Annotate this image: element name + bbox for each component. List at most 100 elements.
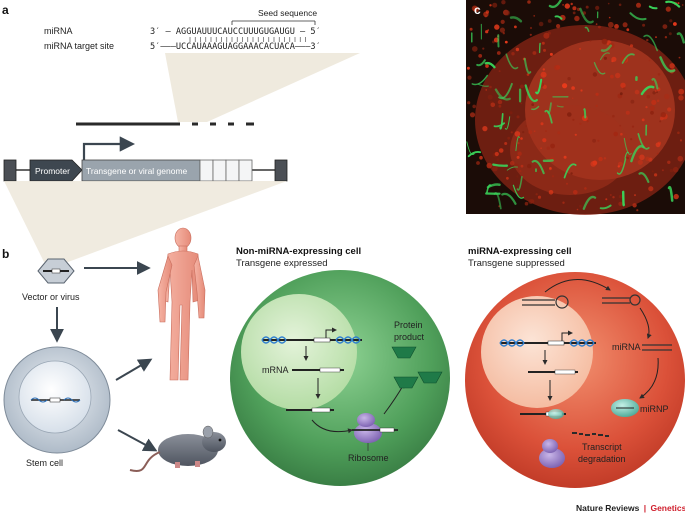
confocal-red-speckle [664, 36, 668, 39]
confocal-red-speckle [595, 5, 600, 10]
target-site-label: miRNA target site [44, 41, 114, 51]
confocal-red-speckle [482, 126, 488, 132]
confocal-red-speckle [626, 156, 629, 160]
confocal-red-speckle [672, 166, 679, 173]
confocal-red-speckle [476, 161, 480, 165]
confocal-red-speckle [538, 21, 544, 27]
confocal-red-speckle [562, 4, 564, 6]
confocal-red-speckle [617, 165, 620, 168]
confocal-red-speckle [652, 91, 656, 95]
confocal-red-speckle [482, 47, 485, 50]
confocal-green-fiber [486, 184, 492, 194]
target-site-map [76, 122, 254, 126]
vector-virus-icon [37, 258, 75, 284]
confocal-red-speckle [607, 21, 614, 28]
confocal-red-speckle [669, 168, 674, 173]
confocal-red-speckle [662, 24, 668, 29]
confocal-red-speckle [618, 194, 623, 199]
confocal-green-fiber [622, 190, 625, 207]
confocal-red-speckle [655, 142, 661, 148]
confocal-red-speckle [656, 99, 660, 103]
confocal-red-speckle [562, 83, 568, 89]
confocal-red-speckle [478, 54, 483, 58]
green-cell [230, 270, 450, 486]
confocal-red-speckle [557, 131, 561, 135]
target-site-box-2 [212, 159, 227, 182]
red-cell-dna [499, 330, 596, 347]
confocal-red-speckle [487, 94, 493, 100]
confocal-red-speckle [579, 47, 582, 50]
confocal-red-speckle [620, 132, 623, 136]
confocal-red-speckle [648, 59, 651, 62]
confocal-red-speckle [501, 0, 506, 5]
confocal-green-fiber [538, 42, 541, 54]
confocal-red-speckle [619, 124, 622, 127]
green-cell-subtitle: Transgene expressed [236, 258, 328, 269]
promoter-arrow [29, 159, 83, 182]
mature-mirna [642, 344, 672, 351]
mirnp-label: miRNP [640, 404, 669, 414]
confocal-red-speckle [589, 40, 592, 42]
confocal-red-speckle [499, 27, 505, 33]
confocal-green-fiber [584, 26, 590, 32]
confocal-red-speckle [607, 2, 610, 5]
confocal-red-speckle [656, 91, 658, 94]
confocal-red-speckle [492, 2, 498, 8]
confocal-red-speckle [520, 102, 523, 105]
confocal-red-speckle [502, 32, 505, 35]
confocal-red-speckle [496, 158, 500, 162]
confocal-red-speckle [678, 95, 684, 101]
confocal-red-speckle [623, 87, 626, 90]
confocal-red-speckle [535, 193, 538, 196]
target-site-box-4 [238, 159, 253, 182]
confocal-red-speckle [655, 36, 657, 38]
confocal-red-speckle [496, 51, 501, 55]
confocal-red-speckle [651, 170, 654, 173]
confocal-red-speckle [510, 131, 513, 134]
confocal-red-speckle [612, 196, 615, 199]
confocal-red-speckle [611, 56, 617, 62]
confocal-red-speckle [650, 110, 654, 115]
green-mrna [292, 367, 344, 373]
confocal-red-speckle [605, 198, 608, 201]
confocal-green-fiber [484, 61, 496, 69]
confocal-red-speckle [574, 133, 577, 136]
confocal-green-fiber [640, 85, 655, 96]
confocal-red-speckle [615, 72, 621, 79]
green-arrow-to-ribosome [311, 419, 353, 434]
confocal-red-speckle [479, 155, 483, 160]
confocal-red-speckle [540, 71, 547, 78]
promoter-label: Promoter [35, 166, 70, 176]
stem-cell-label: Stem cell [26, 458, 63, 468]
confocal-red-speckle [517, 151, 522, 156]
confocal-green-fiber [579, 7, 594, 24]
red-arrow-export-mirna [544, 279, 611, 293]
confocal-red-speckle [489, 85, 492, 89]
confocal-red-speckle [592, 160, 598, 166]
confocal-green-fiber [638, 172, 650, 183]
confocal-green-fiber [501, 192, 517, 205]
confocal-red-speckle [504, 142, 508, 145]
confocal-green-fiber [516, 176, 523, 191]
confocal-red-speckle [618, 201, 623, 206]
confocal-red-speckle [610, 74, 614, 79]
confocal-red-speckle [472, 46, 478, 52]
confocal-red-speckle [613, 131, 618, 137]
confocal-red-speckle [489, 4, 492, 7]
confocal-red-speckle [664, 93, 670, 100]
target-sequence: 5′–––UCCAUAAAGUAGGAAACACUACA–––3′ [150, 42, 321, 52]
confocal-green-fiber [493, 122, 505, 128]
confocal-green-fiber [509, 16, 523, 23]
footer-journal-name: Nature Reviews [576, 503, 640, 513]
confocal-red-speckle [540, 122, 544, 126]
confocal-red-speckle [603, 157, 607, 160]
confocal-red-speckle [572, 118, 575, 121]
confocal-red-speckle [551, 175, 555, 178]
confocal-red-speckle [542, 138, 547, 143]
confocal-red-speckle [564, 3, 570, 9]
confocal-red-speckle [570, 172, 573, 175]
confocal-green-fiber [599, 204, 612, 210]
confocal-red-speckle [612, 114, 615, 118]
transcription-start-arrow [82, 136, 136, 160]
confocal-micrograph [466, 0, 685, 215]
